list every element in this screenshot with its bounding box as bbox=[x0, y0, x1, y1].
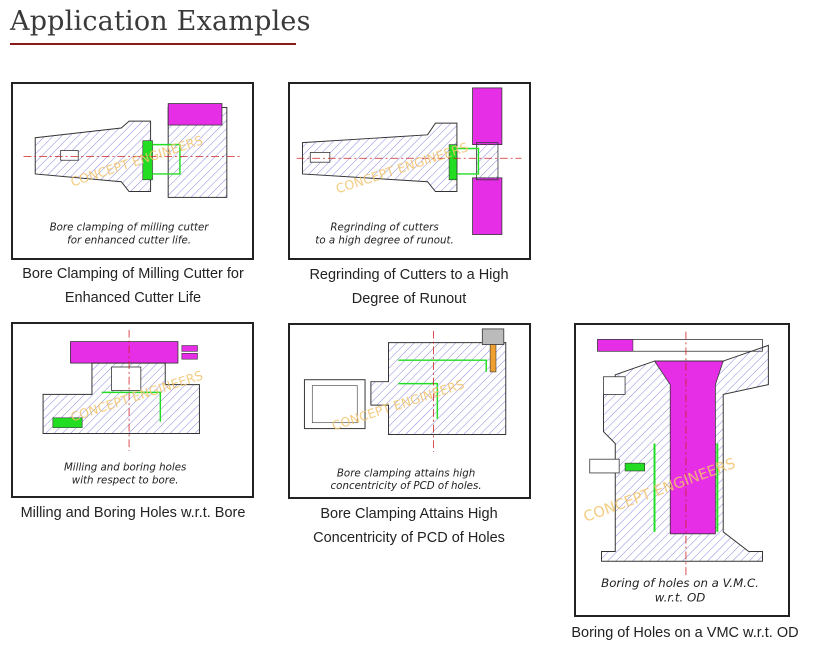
diagram-caption-line: Bore clamping attains high bbox=[337, 467, 475, 479]
milling-cutter bbox=[167, 103, 228, 198]
diagram-caption-line: to a high degree of runout. bbox=[315, 234, 454, 246]
diagram-regrinding-cutters: CONCEPT ENGINEERS Regrinding of cutters … bbox=[296, 87, 522, 246]
diagram-caption-line: w.r.t. OD bbox=[655, 591, 706, 605]
diagram-caption-line: concentricity of PCD of holes. bbox=[331, 480, 482, 492]
diagram-caption-line: Milling and boring holes bbox=[64, 462, 187, 474]
diagram-bore-clamping-pcd: CONCEPT ENGINEERS Bore clamping attains … bbox=[303, 328, 507, 492]
diagram-milling-boring-holes: CONCEPT ENGINEERS Milling and boring hol… bbox=[42, 329, 205, 486]
diagram-caption-line: Bore clamping of milling cutter bbox=[50, 222, 210, 234]
grinding-cutters bbox=[472, 87, 503, 235]
workpiece-bore bbox=[653, 360, 724, 535]
diagram-caption-line: Boring of holes on a V.M.C. bbox=[601, 576, 759, 590]
diagram-bore-clamping-milling: CONCEPT ENGINEERS Bore clamping of milli… bbox=[23, 103, 241, 246]
example-card-bore-clamping-pcd[interactable]: CONCEPT ENGINEERS Bore clamping attains … bbox=[288, 323, 531, 499]
example-card-milling-boring-holes[interactable]: CONCEPT ENGINEERS Milling and boring hol… bbox=[11, 322, 254, 498]
diagram-caption-line: Regrinding of cutters bbox=[330, 222, 439, 234]
example-card-bore-clamping-milling[interactable]: CONCEPT ENGINEERS Bore clamping of milli… bbox=[11, 82, 254, 260]
boring-tool bbox=[481, 328, 505, 345]
diagram-boring-holes-vmc: CONCEPT ENGINEERS Boring of holes on a V… bbox=[581, 331, 769, 605]
fixture-body bbox=[370, 342, 507, 435]
diagram-caption-line: for enhanced cutter life. bbox=[67, 234, 191, 246]
top-plate bbox=[70, 341, 179, 364]
example-card-regrinding-cutters[interactable]: CONCEPT ENGINEERS Regrinding of cutters … bbox=[288, 82, 531, 260]
motor-housing bbox=[303, 379, 366, 430]
arbor-body bbox=[301, 122, 458, 193]
title-underline bbox=[10, 43, 296, 45]
diagram-caption-line: with respect to bore. bbox=[72, 474, 179, 486]
example-caption: Milling and Boring Holes w.r.t. Bore bbox=[20, 505, 246, 521]
page-title: Application Examples bbox=[10, 6, 311, 37]
example-caption: Boring of Holes on a VMC w.r.t. OD bbox=[571, 625, 799, 641]
example-card-boring-holes-vmc[interactable]: CONCEPT ENGINEERS Boring of holes on a V… bbox=[574, 323, 790, 617]
clamp-sleeve bbox=[142, 140, 153, 181]
